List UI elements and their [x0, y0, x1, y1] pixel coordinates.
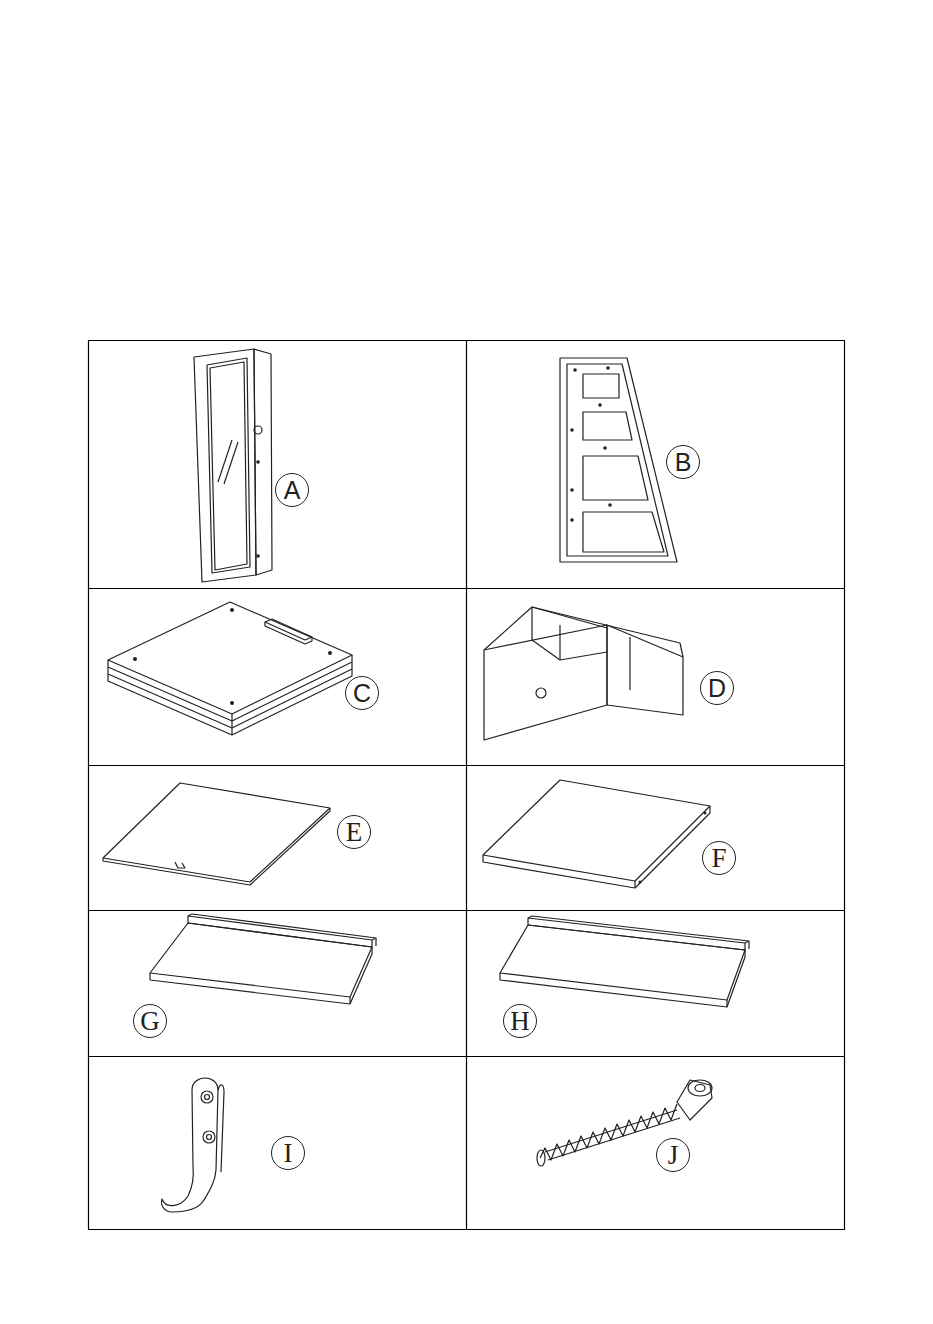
part-letter: G [133, 1004, 167, 1038]
back-panel [103, 783, 330, 885]
part-letter: F [702, 841, 736, 875]
part-letter: E [337, 815, 371, 849]
mirror-cabinet [194, 349, 272, 582]
part-letter: I [271, 1136, 305, 1170]
small-shelf [150, 914, 376, 1004]
shelf-board [483, 780, 710, 888]
part-letter: D [700, 671, 734, 705]
part-letter: C [345, 676, 379, 710]
stacked-boards [108, 602, 352, 735]
coat-hook [162, 1078, 224, 1212]
table-grid [88, 340, 845, 1230]
side-frame [560, 358, 677, 562]
part-letter: H [503, 1004, 537, 1038]
small-shelf [500, 916, 749, 1007]
part-letter: J [656, 1138, 690, 1172]
part-letter: A [275, 473, 309, 507]
part-letter: B [666, 445, 700, 479]
drawer-box [484, 607, 683, 740]
